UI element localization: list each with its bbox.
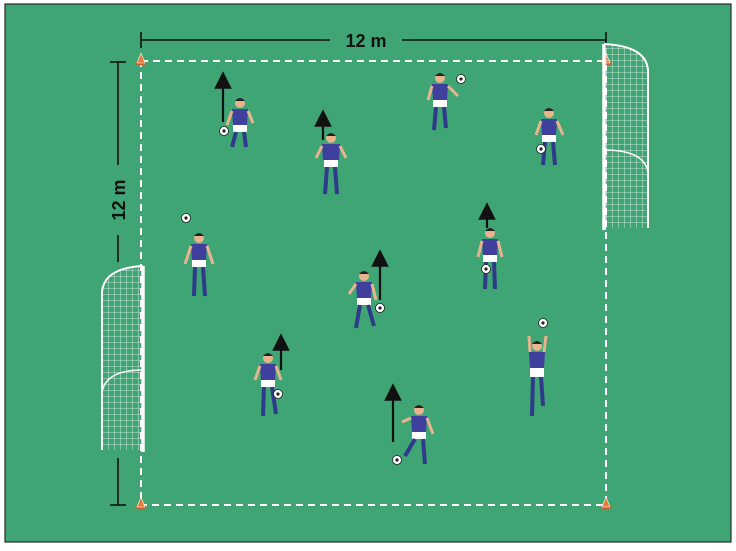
soccer-ball-icon (539, 319, 548, 328)
soccer-ball-icon (457, 75, 466, 84)
soccer-ball-icon (274, 390, 283, 399)
soccer-ball-icon (482, 265, 491, 274)
soccer-ball-icon (537, 145, 546, 154)
soccer-ball-icon (182, 214, 191, 223)
soccer-ball-icon (376, 304, 385, 313)
mini-goal-icon (604, 44, 648, 230)
mini-goal-icon (102, 266, 143, 452)
soccer-ball-icon (220, 127, 229, 136)
soccer-ball-icon (393, 456, 402, 465)
height-label: 12 m (109, 179, 129, 220)
width-label: 12 m (345, 31, 386, 51)
